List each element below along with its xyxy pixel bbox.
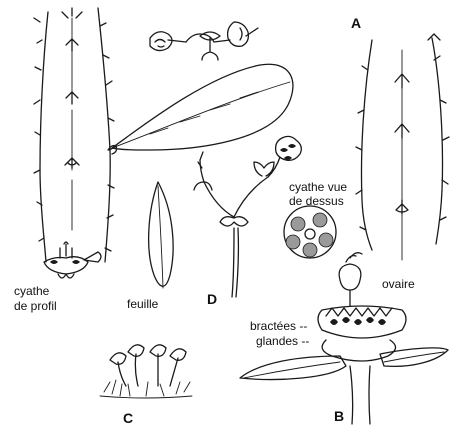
label-cyathe-profil-line1: cyathe <box>14 284 50 298</box>
label-cyathe-dessus-line1: cyathe vue <box>289 180 347 194</box>
label-glandes: glandes -- <box>256 334 309 348</box>
label-cyathe-dessus-line2: de dessus <box>289 194 344 208</box>
narrow-leaf <box>149 182 173 288</box>
stamens-c <box>100 345 192 398</box>
large-leaf <box>108 64 293 154</box>
label-bractees: bractées -- <box>250 319 307 333</box>
stem-segment-a <box>356 34 449 260</box>
label-ovaire: ovaire <box>382 277 415 291</box>
cyathium-profile <box>44 242 101 278</box>
cyathium-top-view <box>284 206 336 258</box>
branch-d <box>194 136 301 297</box>
cyathia-top-row <box>150 22 258 60</box>
label-cyathe-profil-line2: de profil <box>14 299 57 313</box>
figure-letter-b: B <box>334 408 344 424</box>
label-feuille: feuille <box>127 297 159 311</box>
figure-letter-c: C <box>123 410 133 426</box>
figure-letter-d: D <box>207 291 217 307</box>
stem-segment-left <box>34 8 115 262</box>
figure-letter-a: A <box>351 15 361 31</box>
